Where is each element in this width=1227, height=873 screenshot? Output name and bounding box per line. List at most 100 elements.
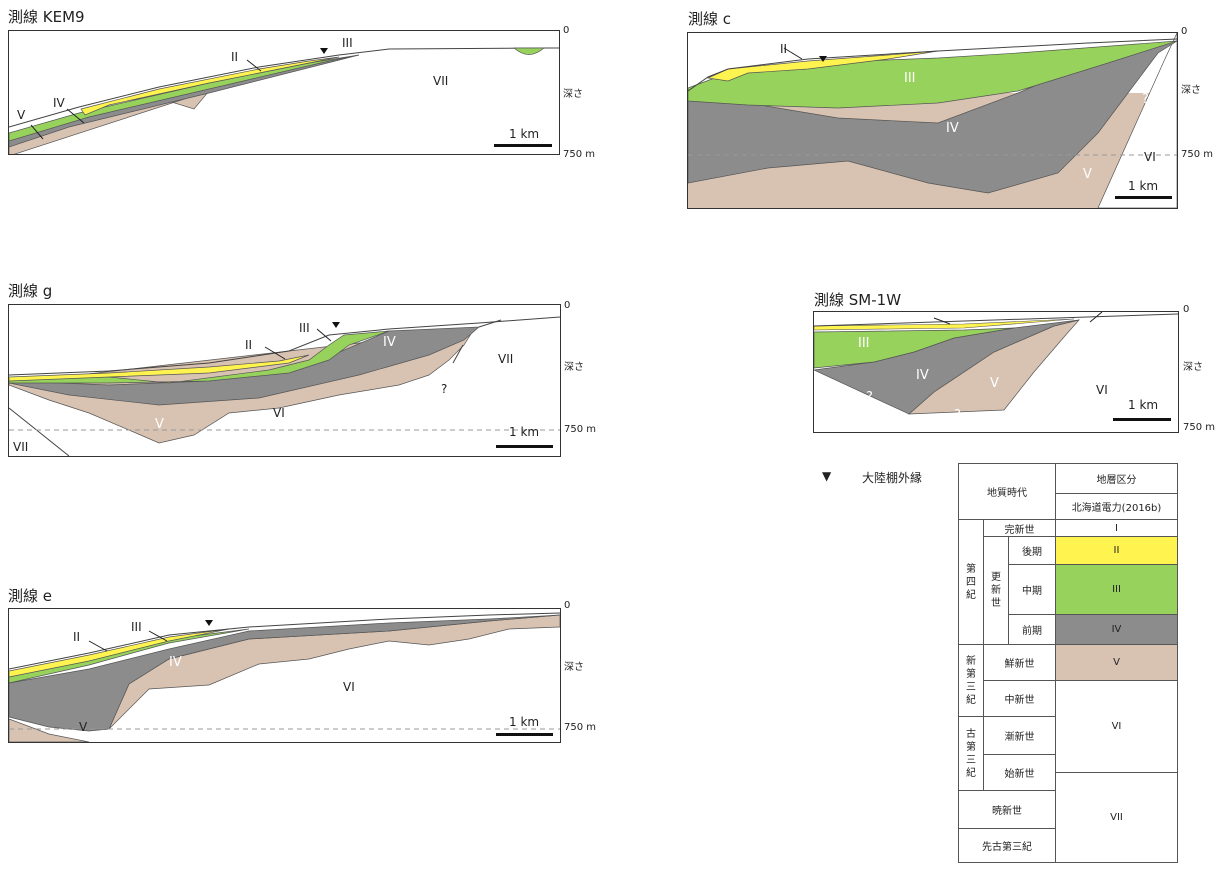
question-mark: ?	[441, 382, 448, 396]
scale-bar	[496, 445, 553, 448]
unit-label: III	[858, 336, 870, 351]
unit-III-layer	[9, 330, 390, 384]
depth-axis-label: 深さ	[1181, 85, 1201, 96]
depth-bottom: 750 m	[1183, 422, 1216, 433]
cross-section-drawing	[688, 33, 1177, 208]
scale-bar	[1115, 196, 1172, 199]
unit-II-layer	[9, 354, 310, 382]
header-stratigraphic-division: 地層区分	[1055, 463, 1178, 494]
unit-label: III	[342, 36, 353, 50]
unit-label: V	[79, 720, 88, 734]
leader-II	[783, 47, 803, 60]
epoch-oligocene: 漸新世	[983, 716, 1056, 755]
seafloor-line	[688, 38, 1177, 92]
cross-section-frame: II III IV V VI VII VII ? 1 km	[8, 304, 561, 457]
cross-section-drawing	[814, 312, 1178, 415]
unit-label: III	[131, 620, 142, 634]
unit-label: IV	[169, 655, 182, 670]
unit-label: II	[952, 311, 959, 312]
leader-III	[316, 328, 332, 342]
unit-label: VII	[13, 440, 29, 454]
seafloor-line	[814, 313, 1178, 327]
section-title: 測線 g	[8, 282, 53, 300]
scale-label: 1 km	[509, 425, 540, 439]
unit-label: VI	[1144, 150, 1156, 164]
period-neogene: 新第三紀	[958, 644, 984, 717]
section-title: 測線 e	[8, 587, 52, 605]
uncertain-contact	[452, 344, 464, 364]
leader-V	[30, 124, 44, 140]
unit-label: VI	[1096, 383, 1108, 397]
unit-label: II	[231, 50, 239, 64]
depth-bottom: 750 m	[1181, 149, 1214, 160]
depth-bottom: 750 m	[564, 722, 597, 733]
scale-label: 1 km	[1128, 179, 1159, 193]
depth-axis-label: 深さ	[564, 662, 584, 673]
unit-II-layer	[814, 318, 1075, 331]
epoch-eocene: 始新世	[983, 754, 1056, 791]
question-mark: ?	[1142, 119, 1149, 134]
cross-section-frame: II III IV V VI 1 km	[8, 608, 561, 743]
period-quaternary: 第四紀	[958, 519, 984, 645]
shelf-edge-legend-label: 大陸棚外縁	[862, 471, 923, 485]
cross-section-drawing	[9, 612, 560, 742]
depth-axis-label: 深さ	[564, 362, 584, 373]
cross-section-frame: II III IV V VI ? ? 1 km	[687, 32, 1178, 209]
section-title: 測線 KEM9	[8, 8, 85, 26]
scale-label: 1 km	[1128, 398, 1159, 412]
depth-top: 0	[564, 600, 571, 611]
question-mark: ?	[1142, 92, 1149, 107]
shelf-edge-marker	[332, 322, 340, 328]
unit-label: VI	[343, 680, 355, 694]
subepoch-late: 後期	[1008, 536, 1056, 565]
unit-III-layer	[9, 54, 360, 142]
fault-line-VII	[9, 407, 70, 456]
epoch-miocene: 中新世	[983, 680, 1056, 717]
era-pre-paleogene: 先古第三紀	[958, 828, 1056, 863]
unit-label: V	[17, 108, 26, 122]
leader-III	[148, 630, 168, 642]
unit-label: V	[1083, 167, 1092, 182]
unit-label: IV	[916, 368, 929, 383]
unit-label: IV	[946, 121, 959, 136]
unit-label: IV	[53, 96, 65, 110]
unit-label: VII	[433, 74, 449, 88]
epoch-holocene: 完新世	[983, 519, 1056, 537]
unit-VI-layer	[1097, 33, 1177, 208]
shelf-edge-legend-icon: ▼	[822, 469, 832, 483]
unit-label: VII	[498, 352, 514, 366]
unit-label: IV	[383, 335, 396, 350]
unit-IV-layer	[9, 326, 480, 406]
subepoch-middle: 中期	[1008, 564, 1056, 615]
epoch-pleistocene: 更新世	[983, 536, 1009, 645]
unit-II-cell: II	[1055, 536, 1178, 565]
unit-VI-cell: VI	[1055, 680, 1178, 773]
subepoch-early: 前期	[1008, 614, 1056, 645]
depth-axis-label: 深さ	[1183, 362, 1203, 373]
scale-label: 1 km	[509, 715, 540, 729]
unit-label: II	[73, 630, 81, 644]
unit-IV-layer	[9, 614, 560, 732]
section-title: 測線 c	[688, 10, 732, 28]
shelf-edge-marker	[819, 56, 827, 62]
depth-top: 0	[564, 300, 571, 311]
unit-III-layer	[814, 327, 1015, 369]
unit-label: V	[155, 417, 164, 432]
depth-bottom: 750 m	[564, 424, 597, 435]
unit-label: III	[299, 321, 310, 335]
depth-top: 0	[1181, 26, 1188, 37]
shelf-edge-marker	[320, 48, 328, 54]
epoch-paleocene: 暁新世	[958, 790, 1056, 829]
unit-label: II	[780, 42, 788, 56]
unit-III-cell: III	[1055, 564, 1178, 615]
depth-bottom: 750 m	[563, 149, 596, 160]
unit-I-cell: I	[1055, 519, 1178, 537]
unit-label: I	[1101, 311, 1105, 312]
seafloor-line	[9, 316, 560, 376]
header-source: 北海道電力(2016b)	[1055, 493, 1178, 520]
header-geologic-age: 地質時代	[958, 463, 1056, 520]
cross-section-frame: II I III IV V VI ? ? 1 km	[813, 311, 1179, 433]
cross-section-drawing	[9, 316, 560, 456]
unit-IV-cell: IV	[1055, 614, 1178, 645]
leader-II	[88, 640, 108, 652]
